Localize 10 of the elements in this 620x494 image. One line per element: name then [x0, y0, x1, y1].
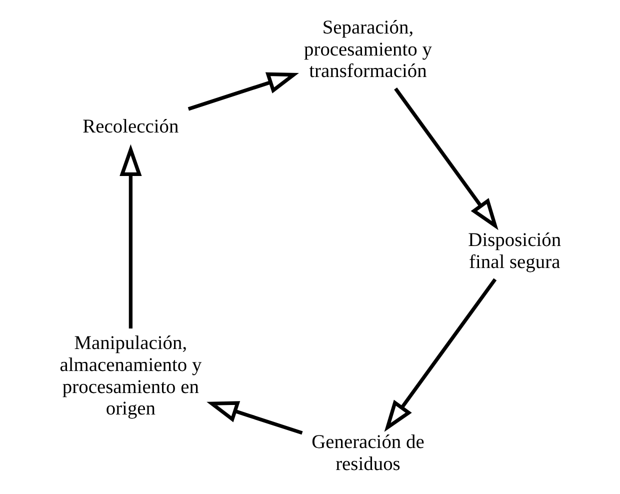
- arrow: [119, 144, 142, 329]
- node-text: Manipulación, almacenamiento y procesamiento en origen: [59, 333, 202, 420]
- node-text: Generación de residuos: [311, 432, 424, 475]
- node-text: Recolección: [82, 116, 178, 138]
- node-text: Disposición final segura: [468, 230, 561, 274]
- arrow: [206, 401, 302, 435]
- arrow: [187, 72, 298, 111]
- arrow: [394, 88, 498, 230]
- arrow: [384, 278, 496, 432]
- node-text: Separación, procesamiento y transformación: [304, 17, 432, 82]
